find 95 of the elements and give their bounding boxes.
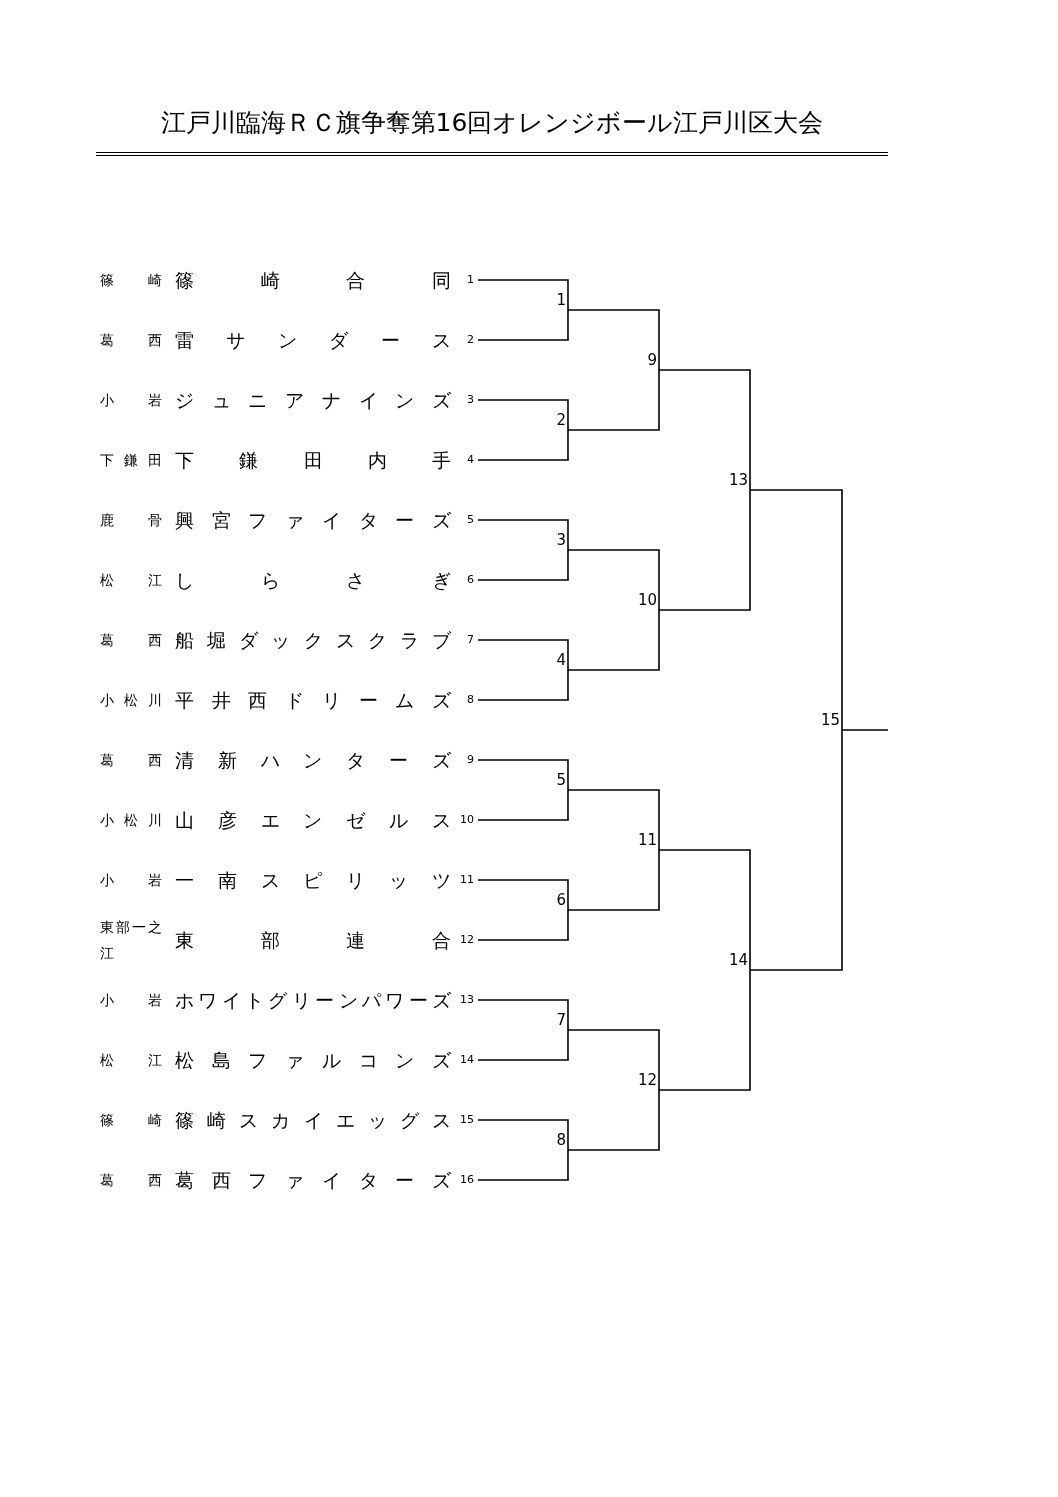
bracket-line [477, 789, 569, 821]
bracket-line [567, 849, 660, 911]
area-name: 東部一之江 [100, 918, 162, 962]
team-name: 下鎌田内手 [175, 448, 451, 473]
match-number: 5 [555, 770, 566, 790]
team-name: 平井西ドリームズ [175, 688, 451, 713]
area-name: 小岩 [100, 991, 162, 1010]
bracket-line [477, 1119, 569, 1151]
bracket-line [477, 669, 569, 701]
area-name: 小松川 [100, 691, 162, 710]
seed-number: 8 [466, 692, 474, 708]
match-number: 9 [646, 350, 657, 370]
title: 江戸川臨海ＲＣ旗争奪第16回オレンジボール江戸川区大会 [159, 107, 825, 139]
match-number: 15 [819, 710, 840, 730]
match-number: 8 [555, 1130, 566, 1150]
bracket-line [567, 309, 660, 371]
bracket-line [477, 909, 569, 941]
team-name: 船堀ダックスクラブ [175, 628, 451, 653]
team-name: 清新ハンターズ [175, 748, 451, 773]
bracket-line [567, 609, 660, 671]
seed-number: 9 [466, 752, 474, 768]
seed-number: 14 [459, 1052, 474, 1068]
bracket-line [477, 309, 569, 341]
bracket-line [567, 549, 660, 611]
bracket-line [567, 1029, 660, 1091]
seed-number: 5 [466, 512, 474, 528]
match-number: 1 [555, 290, 566, 310]
area-name: 篠崎 [100, 1111, 162, 1130]
match-number: 3 [555, 530, 566, 550]
match-number: 11 [636, 830, 657, 850]
seed-number: 6 [466, 572, 474, 588]
bracket-line [567, 1089, 660, 1151]
team-name: 篠崎合同 [175, 268, 451, 293]
area-name: 葛西 [100, 751, 162, 770]
team-name: 山彦エンゼルス [175, 808, 451, 833]
bracket-line [477, 879, 569, 911]
area-name: 葛西 [100, 1171, 162, 1190]
bracket-line [841, 729, 889, 731]
bracket-line [658, 849, 751, 971]
team-name: ホワイトグリーンパワーズ [175, 988, 451, 1013]
team-name: 東部連合 [175, 928, 451, 953]
team-name: 篠崎スカイエッグス [175, 1108, 451, 1133]
area-name: 下鎌田 [100, 451, 162, 470]
bracket-line [477, 639, 569, 671]
bracket-line [477, 549, 569, 581]
match-number: 13 [727, 470, 748, 490]
bracket-line [658, 969, 751, 1091]
seed-number: 16 [459, 1172, 474, 1188]
seed-number: 12 [459, 932, 474, 948]
bracket-line [658, 369, 751, 491]
match-number: 4 [555, 650, 566, 670]
match-number: 2 [555, 410, 566, 430]
seed-number: 13 [459, 992, 474, 1008]
area-name: 篠崎 [100, 271, 162, 290]
bracket-line [477, 429, 569, 461]
team-name: 松島ファルコンズ [175, 1048, 451, 1073]
bracket-line [749, 489, 843, 731]
team-name: 雷サンダース [175, 328, 451, 353]
area-name: 小松川 [100, 811, 162, 830]
area-name: 松江 [100, 571, 162, 590]
seed-number: 1 [466, 272, 474, 288]
bracket-line [477, 759, 569, 791]
seed-number: 10 [459, 812, 474, 828]
seed-number: 11 [459, 872, 474, 888]
team-name: ジュニアナインズ [175, 388, 451, 413]
bracket-line [477, 279, 569, 311]
seed-number: 15 [459, 1112, 474, 1128]
match-number: 6 [555, 890, 566, 910]
bracket-line [477, 519, 569, 551]
area-name: 鹿骨 [100, 511, 162, 530]
bracket-line [477, 1149, 569, 1181]
seed-number: 2 [466, 332, 474, 348]
area-name: 松江 [100, 1051, 162, 1070]
match-number: 7 [555, 1010, 566, 1030]
area-name: 小岩 [100, 391, 162, 410]
bracket-line [749, 729, 843, 971]
team-name: 葛西ファイターズ [175, 1168, 451, 1193]
match-number: 10 [636, 590, 657, 610]
match-number: 14 [727, 950, 748, 970]
seed-number: 3 [466, 392, 474, 408]
team-name: 一南スピリッツ [175, 868, 451, 893]
seed-number: 4 [466, 452, 474, 468]
bracket-line [658, 489, 751, 611]
area-name: 小岩 [100, 871, 162, 890]
bracket-line [567, 789, 660, 851]
seed-number: 7 [466, 632, 474, 648]
area-name: 葛西 [100, 331, 162, 350]
team-name: しらさぎ [175, 568, 451, 593]
bracket-line [477, 1029, 569, 1061]
bracket-line [477, 999, 569, 1031]
bracket-line [477, 399, 569, 431]
bracket-line [567, 369, 660, 431]
match-number: 12 [636, 1070, 657, 1090]
team-name: 興宮ファイターズ [175, 508, 451, 533]
area-name: 葛西 [100, 631, 162, 650]
